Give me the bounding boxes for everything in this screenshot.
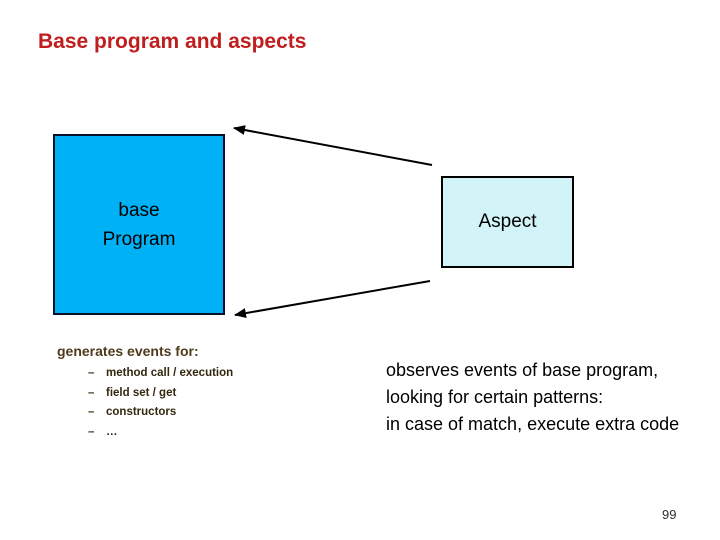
generates-events-block: generates events for: – method call / ex… [57, 343, 347, 445]
slide-title: Base program and aspects [38, 30, 307, 53]
bullet-label: … [106, 425, 118, 438]
arrow-aspect-to-base-top [233, 125, 433, 166]
arrow-aspect-to-base-bottom [234, 280, 431, 319]
observes-line: looking for certain patterns: [386, 387, 604, 407]
bullet-dash: – [88, 367, 95, 379]
aspect-label: Aspect [478, 211, 537, 232]
bullet-label: constructors [106, 406, 177, 418]
bullet-item: – constructors [57, 406, 347, 426]
bullet-dash: – [88, 425, 95, 438]
generates-heading: generates events for: [57, 343, 199, 359]
bullet-dash: – [88, 406, 95, 418]
bullet-item: – field set / get [57, 387, 347, 407]
base-program-label-line1: base [118, 199, 160, 221]
base-program-label-line2: Program [102, 228, 176, 250]
base-program-box: base Program [53, 134, 225, 315]
page-number: 99 [662, 507, 677, 522]
observes-text-block: observes events of base program, looking… [386, 357, 720, 438]
bullet-dash: – [88, 386, 95, 399]
observes-line: observes events of base program, [386, 360, 659, 380]
bullet-label: method call / execution [106, 367, 234, 379]
bullet-item: – method call / execution [57, 367, 347, 387]
aspect-box: Aspect [441, 176, 574, 268]
bullet-label: field set / get [106, 386, 177, 399]
bullet-item: – … [57, 426, 347, 446]
observes-line: in case of match, execute extra code [386, 414, 680, 434]
